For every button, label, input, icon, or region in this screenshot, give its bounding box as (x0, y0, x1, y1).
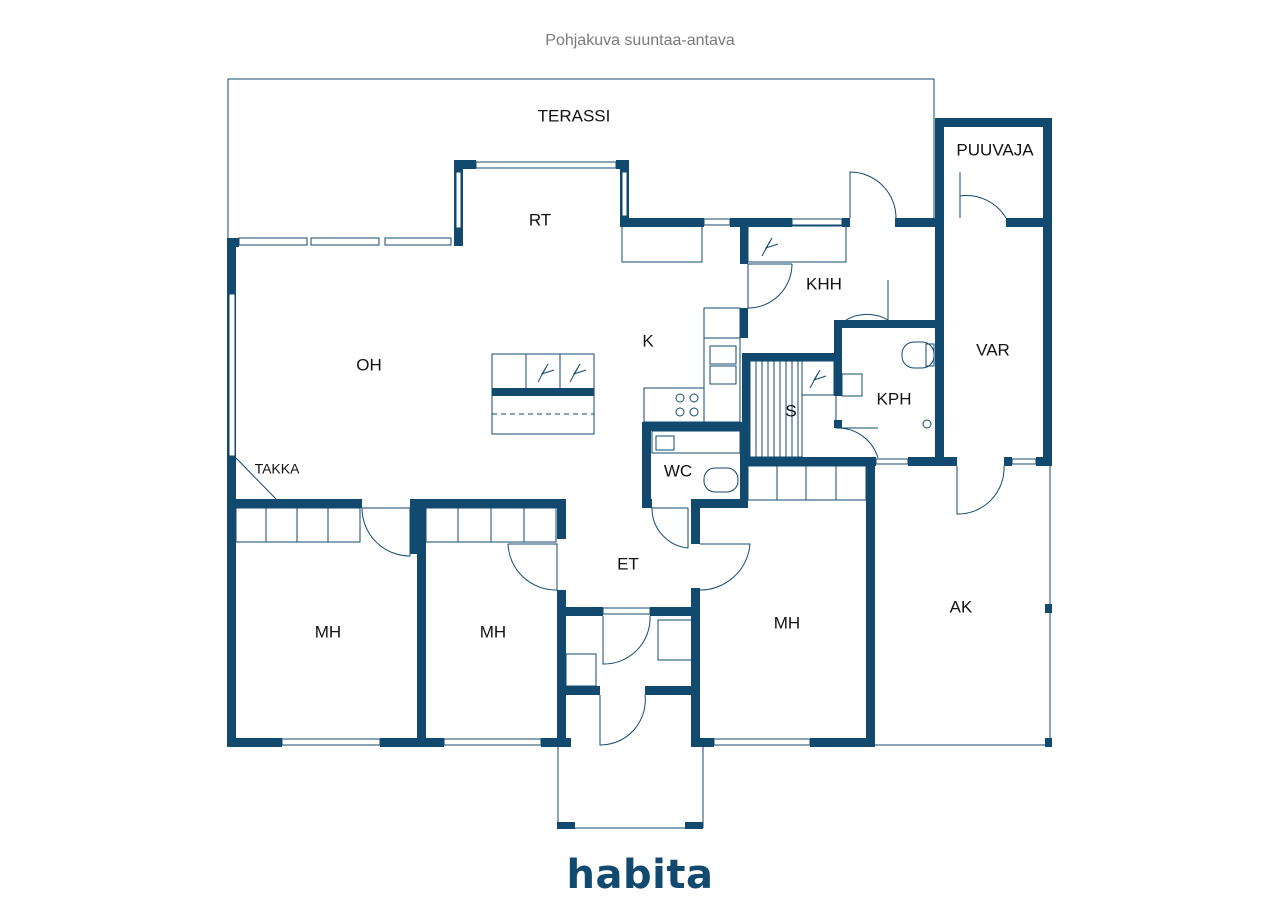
room-label-et: ET (617, 554, 639, 573)
room-label-k: K (642, 331, 654, 350)
room-label-kph: KPH (877, 389, 912, 408)
terrace-outline (227, 78, 935, 240)
room-label-rt: RT (529, 210, 551, 229)
room-label-ak: AK (950, 597, 973, 616)
habita-logo: habita (566, 852, 714, 898)
room-label-puuvaja: PUUVAJA (956, 140, 1034, 159)
fixtures (235, 225, 935, 687)
room-label-khh: KHH (806, 274, 842, 293)
outline-lines (235, 457, 1051, 829)
room-label-takka: TAKKA (255, 461, 301, 477)
walls (227, 118, 1052, 747)
windows (228, 161, 1037, 746)
room-label-mh-3: MH (774, 613, 800, 632)
doors (361, 171, 1007, 746)
room-label-oh: OH (356, 355, 382, 374)
floorplan-caption: Pohjakuva suuntaa-antava (545, 32, 735, 49)
room-label-wc: WC (664, 461, 692, 480)
room-labels: TERASSI PUUVAJA RT KHH VAR OH K S KPH WC… (255, 106, 1035, 641)
room-label-mh-2: MH (480, 622, 506, 641)
room-label-var: VAR (976, 340, 1010, 359)
room-label-terassi: TERASSI (538, 106, 611, 125)
room-label-s: S (785, 401, 796, 420)
room-label-mh-1: MH (315, 622, 341, 641)
